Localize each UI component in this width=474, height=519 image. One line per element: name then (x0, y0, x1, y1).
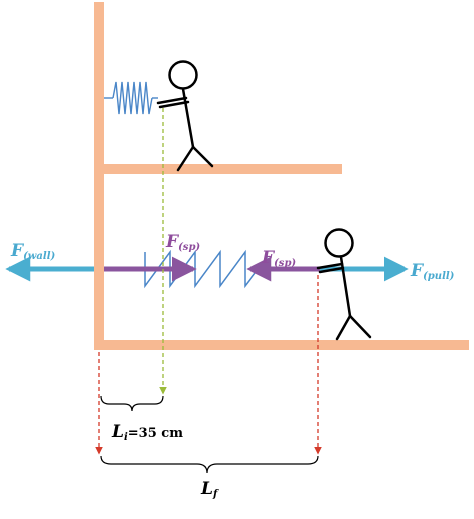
initial-length-label: Li=35 cm (111, 422, 183, 443)
spring-force-right-label: F(sp) (261, 248, 296, 269)
initial-length-brace (100, 395, 164, 412)
bottom-figure-head (324, 228, 354, 258)
top-stick-figure (156, 60, 214, 172)
spring-force-left-label: F(sp) (165, 232, 200, 253)
pull-force-label: F(pull) (410, 261, 455, 282)
wall-force-label: F(wall) (10, 241, 55, 262)
final-length-label: Lf (200, 479, 219, 500)
lower-floor (94, 340, 469, 350)
bottom-stick-figure (316, 228, 372, 341)
top-figure-head (168, 60, 198, 90)
vertical-wall (94, 2, 104, 348)
bottom-spring (144, 249, 269, 289)
top-spring (104, 81, 158, 115)
upper-floor (94, 164, 342, 174)
final-length-brace (100, 455, 319, 474)
